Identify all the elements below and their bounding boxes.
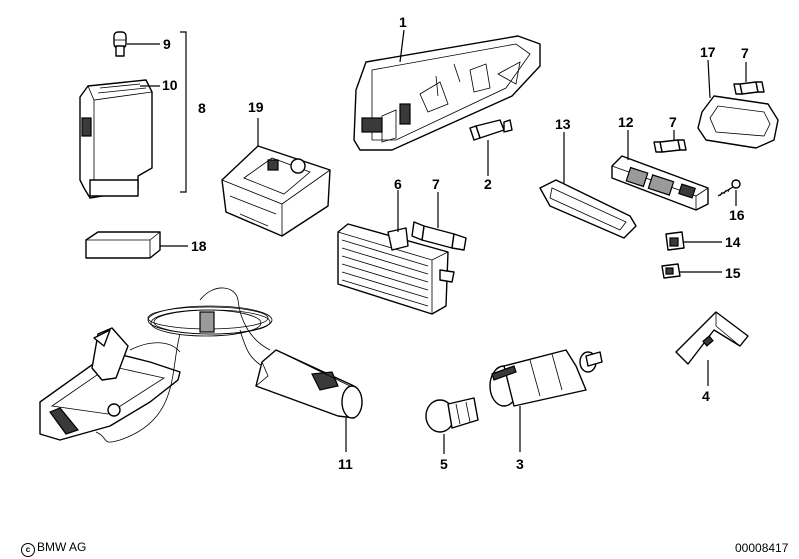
part-19-switch-box[interactable]	[221, 145, 331, 237]
label-19: 19	[248, 99, 264, 115]
part-7a-festoon-bulb[interactable]	[411, 221, 467, 251]
label-9: 9	[163, 36, 171, 52]
label-15: 15	[725, 265, 741, 281]
part-5-bulb[interactable]	[425, 397, 479, 433]
label-1: 1	[399, 14, 407, 30]
part-16-screw[interactable]	[717, 179, 741, 197]
label-3: 3	[516, 456, 524, 472]
label-6: 6	[394, 176, 402, 192]
part-13-seal-frame[interactable]	[539, 179, 637, 239]
part-2-festoon-bulb[interactable]	[469, 119, 513, 141]
label-7a: 7	[432, 176, 440, 192]
leader-1	[399, 29, 405, 63]
copyright-icon: c	[21, 543, 35, 557]
label-8: 8	[198, 100, 206, 116]
label-5: 5	[440, 456, 448, 472]
label-11: 11	[338, 456, 353, 472]
label-18: 18	[191, 238, 207, 254]
part-3-lighter-socket[interactable]	[489, 349, 603, 407]
part-4-bracket[interactable]	[675, 311, 749, 365]
part-9-bulb[interactable]	[113, 31, 127, 57]
label-7c: 7	[741, 45, 749, 61]
part-7c-festoon-bulb[interactable]	[733, 81, 765, 95]
label-17: 17	[700, 44, 716, 60]
cable-coil	[95, 287, 273, 443]
part-1-light-housing[interactable]	[353, 35, 541, 151]
part-11-socket-plug[interactable]	[255, 349, 363, 419]
label-10: 10	[162, 77, 178, 93]
label-2: 2	[484, 176, 492, 192]
part-10-module[interactable]	[79, 79, 153, 199]
label-4: 4	[702, 388, 710, 404]
brand-name: BMW AG	[37, 540, 87, 554]
part-18-pad[interactable]	[85, 231, 161, 259]
label-7b: 7	[669, 114, 677, 130]
group-8-bracket	[180, 31, 187, 193]
part-inspection-lamp-clip[interactable]	[39, 327, 181, 441]
part-15-small-holder[interactable]	[661, 263, 681, 279]
part-17-lens-cover[interactable]	[697, 95, 779, 149]
label-13: 13	[555, 116, 571, 132]
label-14: 14	[725, 234, 741, 250]
part-6-lens[interactable]	[337, 223, 455, 315]
diagram-number: 00008417	[735, 541, 789, 555]
part-12-light-unit[interactable]	[611, 155, 709, 211]
label-16: 16	[729, 207, 745, 223]
label-12: 12	[618, 114, 634, 130]
leader-17	[707, 59, 711, 99]
part-7b-festoon-bulb[interactable]	[653, 139, 687, 153]
part-14-holder[interactable]	[665, 231, 685, 251]
